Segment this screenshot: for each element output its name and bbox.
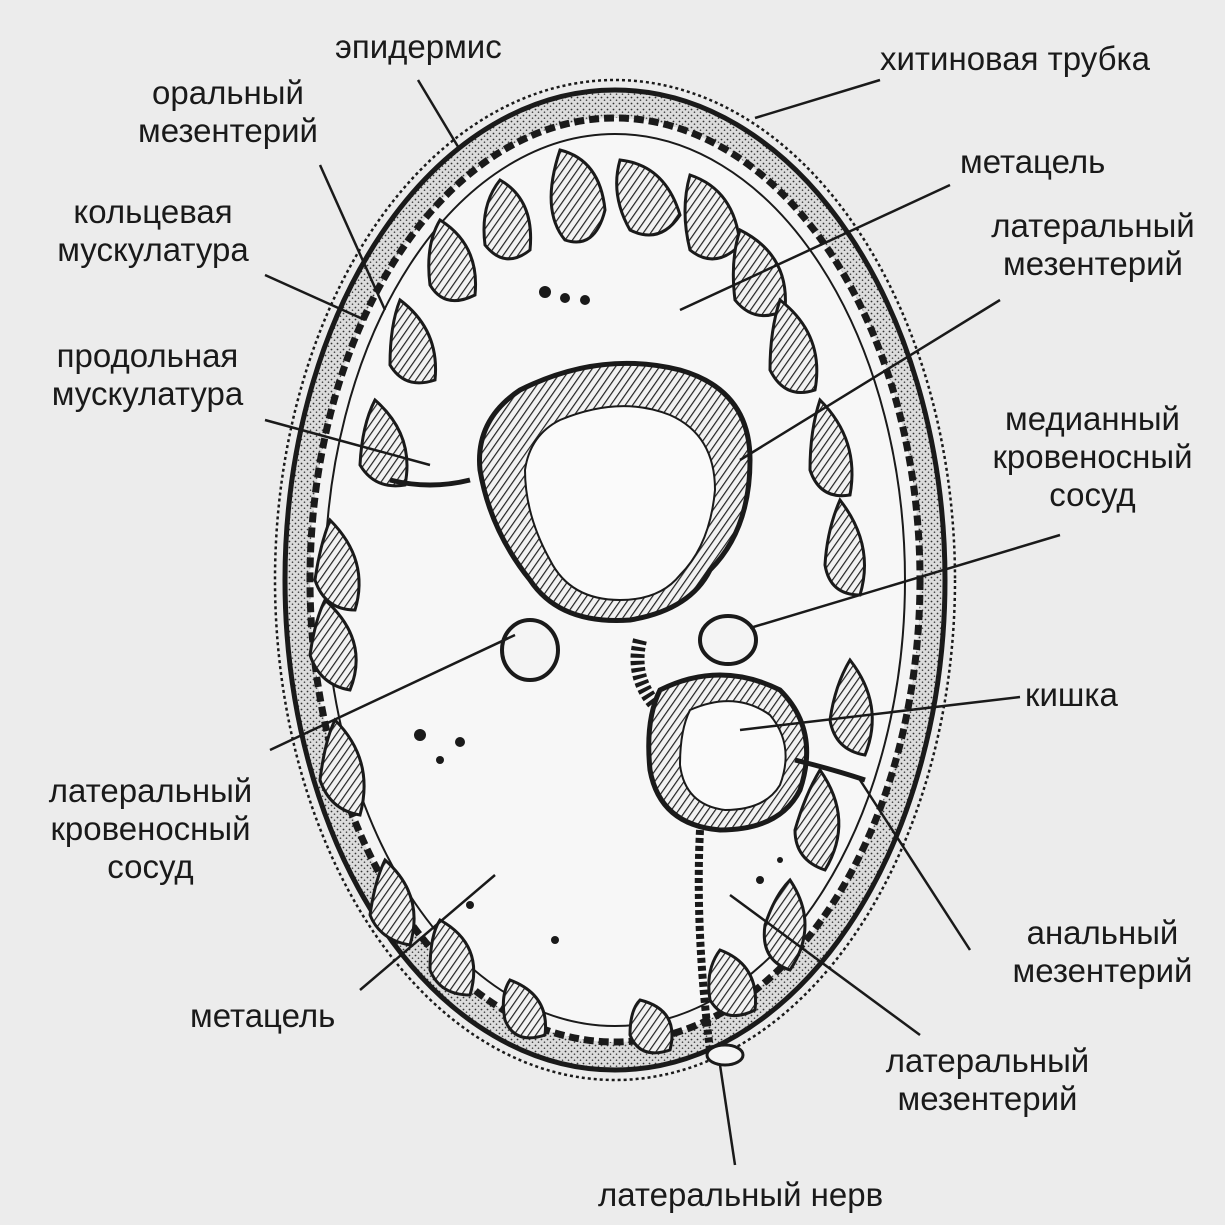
label-lateral-nerve: латеральный нерв bbox=[598, 1176, 883, 1214]
label-anal-mesentery-line1: анальный bbox=[990, 914, 1215, 952]
label-lateral-mesentery-bottom: латеральный мезентерий bbox=[860, 1042, 1115, 1118]
label-lateral-mesentery-top-line1: латеральный bbox=[968, 207, 1218, 245]
label-lateral-mesentery-bottom-line1: латеральный bbox=[860, 1042, 1115, 1080]
intestine-lumen bbox=[680, 701, 786, 810]
label-anal-mesentery: анальный мезентерий bbox=[990, 914, 1215, 990]
median-blood-vessel bbox=[700, 616, 756, 664]
label-ring-muscle-line2: мускулатура bbox=[38, 231, 268, 269]
label-median-vessel-line3: сосуд bbox=[975, 476, 1210, 514]
label-lateral-vessel: латеральный кровеносный сосуд bbox=[28, 772, 273, 886]
label-lateral-vessel-line2: кровеносный bbox=[28, 810, 273, 848]
label-epidermis: эпидермис bbox=[335, 28, 502, 66]
label-lateral-mesentery-top-line2: мезентерий bbox=[968, 245, 1218, 283]
label-anal-mesentery-line2: мезентерий bbox=[990, 952, 1215, 990]
label-lateral-vessel-line3: сосуд bbox=[28, 848, 273, 886]
label-ring-muscle: кольцевая мускулатура bbox=[38, 193, 268, 269]
label-oral-mesentery: оральный мезентерий bbox=[118, 74, 338, 150]
label-longitudinal-muscle-line1: продольная bbox=[30, 337, 265, 375]
label-metacoel-top: метацель bbox=[960, 143, 1105, 181]
label-oral-mesentery-line2: мезентерий bbox=[118, 112, 338, 150]
label-metacoel-bottom: метацель bbox=[190, 997, 335, 1035]
label-longitudinal-muscle-line2: мускулатура bbox=[30, 375, 265, 413]
label-intestine: кишка bbox=[1025, 676, 1118, 714]
label-oral-mesentery-line1: оральный bbox=[118, 74, 338, 112]
label-chitin-tube: хитиновая трубка bbox=[880, 40, 1150, 78]
label-lateral-mesentery-bottom-line2: мезентерий bbox=[860, 1080, 1115, 1118]
label-median-vessel-line1: медианный bbox=[975, 400, 1210, 438]
label-longitudinal-muscle: продольная мускулатура bbox=[30, 337, 265, 413]
lateral-nerve bbox=[707, 1045, 743, 1065]
label-lateral-mesentery-top: латеральный мезентерий bbox=[968, 207, 1218, 283]
label-median-vessel-line2: кровеносный bbox=[975, 438, 1210, 476]
label-median-vessel: медианный кровеносный сосуд bbox=[975, 400, 1210, 514]
label-lateral-vessel-line1: латеральный bbox=[28, 772, 273, 810]
lateral-blood-vessel bbox=[502, 620, 558, 680]
label-ring-muscle-line1: кольцевая bbox=[38, 193, 268, 231]
